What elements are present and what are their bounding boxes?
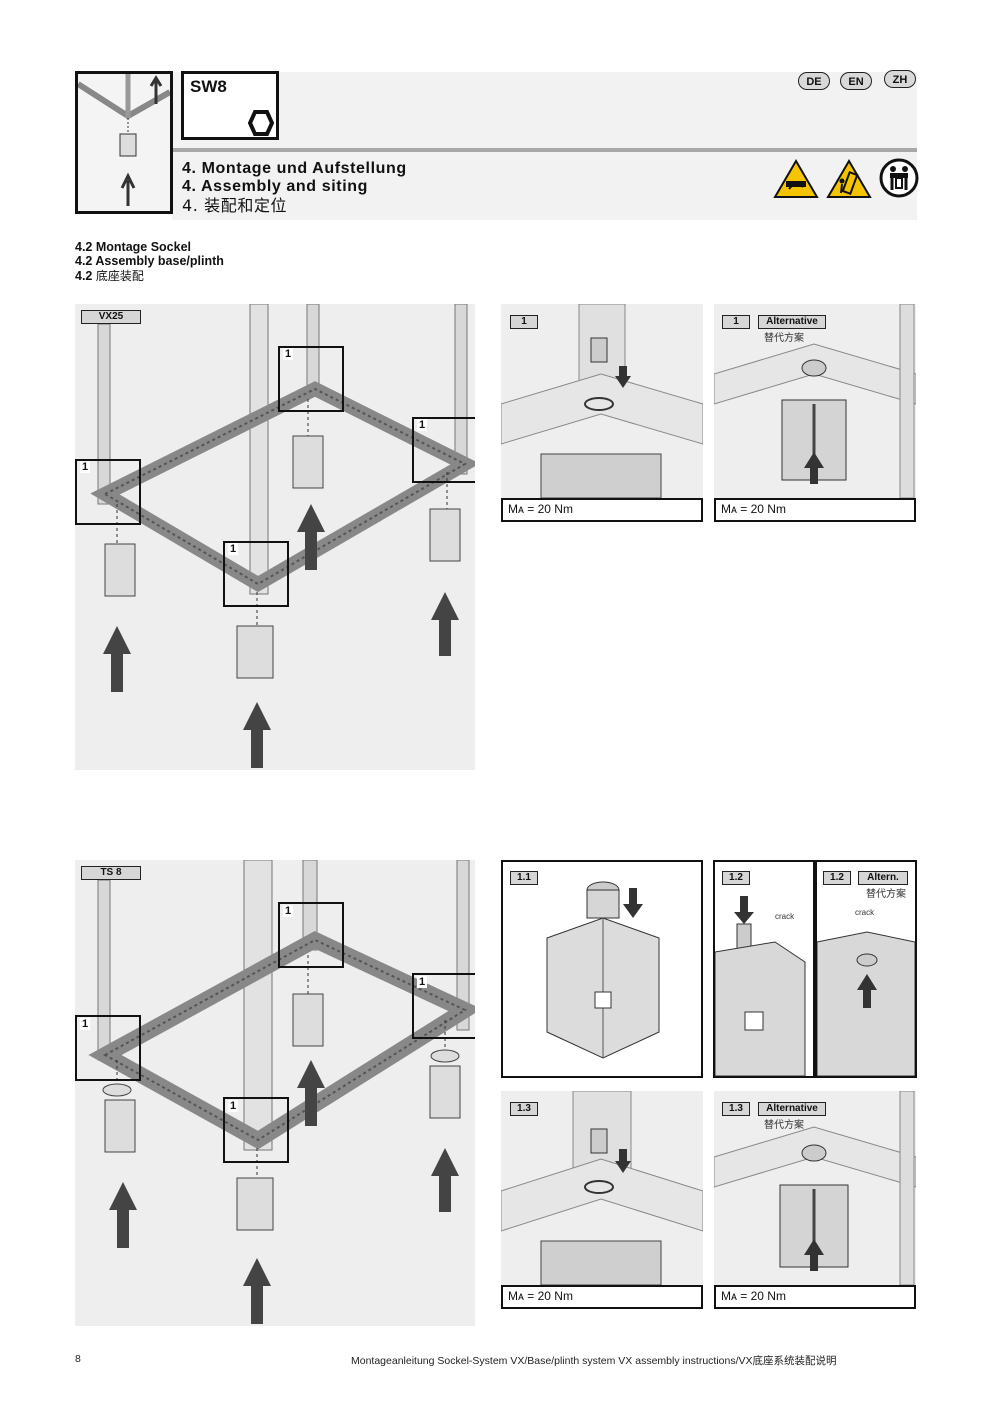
page-number: 8	[75, 1353, 81, 1365]
vx25-callout-1d: 1	[228, 543, 239, 555]
vx25-step1-alt-figure	[714, 304, 916, 498]
ts8-tag: TS 8	[81, 866, 141, 880]
ts8-step12-alt-label: Altern.	[858, 871, 908, 885]
ts8-step13-alt-drawing	[714, 1091, 916, 1285]
ts8-step12-alt-drawing	[817, 931, 915, 1076]
vx25-step1-alt-drawing	[714, 304, 916, 498]
vx25-frame-drawing	[75, 304, 475, 768]
title-zh: 4. 装配和定位	[182, 196, 288, 215]
vx25-frame-figure	[75, 304, 475, 770]
vx25-callout-1c: 1	[417, 419, 428, 431]
hand-crush-warning-icon	[773, 159, 819, 198]
ts8-step13-figure	[501, 1091, 703, 1285]
vx25-step1-alt-cn: 替代方案	[764, 333, 804, 344]
ts8-callout-1c: 1	[417, 976, 428, 988]
tool-box: SW8	[181, 71, 279, 140]
ts8-callout-1d: 1	[228, 1100, 239, 1112]
title-en: 4. Assembly and siting	[182, 178, 368, 195]
vx25-step1-torque: Mᴀ = 20 Nm	[501, 498, 703, 522]
vx25-step1-figure	[501, 304, 703, 498]
ts8-step11-drawing	[546, 881, 660, 1059]
section-zh-number: 4.2	[75, 269, 93, 283]
footer-text: Montageanleitung Sockel-System VX/Base/p…	[351, 1355, 837, 1367]
lang-de[interactable]: DE	[798, 72, 830, 90]
vx25-step1-drawing	[501, 304, 703, 498]
vx25-callout-1a: 1	[80, 461, 91, 473]
vx25-step1-alt-tag: 1	[722, 315, 750, 329]
vx25-step1-alt-torque: Mᴀ = 20 Nm	[714, 498, 916, 522]
vx25-tag: VX25	[81, 310, 141, 324]
ts8-step12-alt-cn: 替代方案	[866, 889, 906, 900]
tool-label: SW8	[190, 77, 227, 96]
ts8-step11-tag: 1.1	[510, 871, 538, 885]
header-rule	[172, 148, 917, 152]
vx25-callout-1b: 1	[283, 348, 294, 360]
ts8-frame-figure	[75, 860, 475, 1326]
lang-zh[interactable]: ZH	[884, 70, 916, 88]
section-de: 4.2 Montage Sockel	[75, 240, 192, 254]
ts8-step13-torque: Mᴀ = 20 Nm	[501, 1285, 703, 1309]
vx25-step1-tag: 1	[510, 315, 538, 329]
hex-key-icon	[248, 110, 274, 136]
two-person-lift-icon	[879, 158, 919, 198]
ts8-frame-drawing	[75, 860, 475, 1324]
ts8-step12-tag: 1.2	[722, 871, 750, 885]
ts8-callout-1a: 1	[80, 1018, 91, 1030]
ts8-step13-alt-figure	[714, 1091, 916, 1285]
ts8-step13-alt-label: Alternative	[758, 1102, 826, 1116]
header-thumbnail	[75, 71, 173, 214]
tipping-warning-icon	[826, 159, 872, 198]
ts8-step13-tag: 1.3	[510, 1102, 538, 1116]
ts8-callout-1b: 1	[283, 905, 294, 917]
ts8-step13-alt-tag: 1.3	[722, 1102, 750, 1116]
ts8-step13-alt-torque: Mᴀ = 20 Nm	[714, 1285, 916, 1309]
ts8-step11-figure	[501, 860, 703, 1078]
section-zh-text: 底座装配	[95, 269, 144, 283]
ts8-step12-crack: crack	[775, 912, 795, 921]
section-zh: 4.2 底座装配	[75, 269, 144, 284]
ts8-step12-alt-figure	[815, 860, 917, 1078]
header-thumbnail-drawing	[78, 74, 170, 211]
vx25-step1-alt-label: Alternative	[758, 315, 826, 329]
section-en: 4.2 Assembly base/plinth	[75, 254, 224, 268]
ts8-step12-alt-tag: 1.2	[823, 871, 851, 885]
ts8-step12-drawing	[715, 896, 806, 1076]
ts8-step12-figure	[713, 860, 815, 1078]
ts8-step12-alt-crack: crack	[855, 908, 875, 917]
ts8-step13-alt-cn: 替代方案	[764, 1120, 804, 1131]
title-de: 4. Montage und Aufstellung	[182, 160, 407, 177]
lang-en[interactable]: EN	[840, 72, 872, 90]
ts8-step13-drawing	[501, 1091, 703, 1285]
